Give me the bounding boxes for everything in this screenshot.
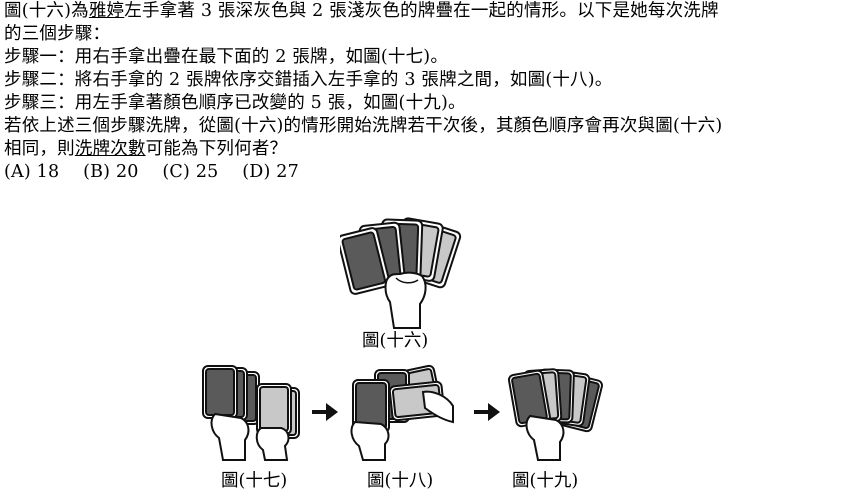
figure-19 bbox=[508, 362, 608, 462]
person-name: 雅婷 bbox=[88, 1, 125, 21]
caption-fig16: 圖(十六) bbox=[362, 331, 429, 351]
split-cards-illustration bbox=[202, 365, 300, 461]
shuffled-cards-illustration bbox=[508, 368, 603, 461]
text-segment: 相同，則 bbox=[4, 139, 75, 159]
arrow-right-icon bbox=[472, 400, 502, 424]
text-segment: 圖(十六)為 bbox=[4, 1, 89, 21]
interleave-cards-illustration bbox=[350, 364, 454, 461]
figure-18 bbox=[345, 362, 455, 462]
option-c[interactable]: (C) 25 bbox=[162, 162, 219, 182]
arrow-right-icon bbox=[310, 400, 340, 424]
text-segment: 可能為下列何者？ bbox=[145, 139, 288, 159]
question-line-6: 若依上述三個步驟洗牌，從圖(十六)的情形開始洗牌若干次後，其顏色順序會再次與圖(… bbox=[4, 116, 723, 136]
question-line-1: 圖(十六)為雅婷左手拿著 3 張深灰色與 2 張淺灰色的牌疊在一起的情形。以下是… bbox=[4, 0, 852, 23]
text-segment: 左手拿著 3 張深灰色與 2 張淺灰色的牌疊在一起的情形。以下是她每次洗牌 bbox=[124, 1, 719, 21]
option-b[interactable]: (B) 20 bbox=[83, 162, 139, 182]
question-text: 圖(十六)為雅婷左手拿著 3 張深灰色與 2 張淺灰色的牌疊在一起的情形。以下是… bbox=[4, 0, 852, 184]
figure-16 bbox=[340, 210, 470, 330]
options: (A) 18 (B) 20 (C) 25 (D) 27 bbox=[4, 161, 852, 184]
option-d[interactable]: (D) 27 bbox=[242, 162, 299, 182]
option-a[interactable]: (A) 18 bbox=[4, 162, 60, 182]
step-2: 步驟二：將右手拿的 2 張牌依序交錯插入左手拿的 3 張牌之間，如圖(十八)。 bbox=[4, 70, 613, 90]
caption-fig19: 圖(十九) bbox=[512, 471, 579, 491]
figure-17 bbox=[195, 362, 305, 462]
question-line-7: 相同，則洗牌次數可能為下列何者？ bbox=[4, 138, 852, 161]
card-fan-illustration bbox=[340, 217, 462, 329]
underlined-term: 洗牌次數 bbox=[74, 139, 146, 159]
caption-fig18: 圖(十八) bbox=[367, 471, 434, 491]
step-3: 步驟三：用左手拿著顏色順序已改變的 5 張，如圖(十九)。 bbox=[4, 93, 466, 113]
question-line-2: 的三個步驟： bbox=[4, 24, 111, 44]
caption-fig17: 圖(十七) bbox=[221, 471, 288, 491]
step-1: 步驟一：用右手拿出疊在最下面的 2 張牌，如圖(十七)。 bbox=[4, 47, 449, 67]
